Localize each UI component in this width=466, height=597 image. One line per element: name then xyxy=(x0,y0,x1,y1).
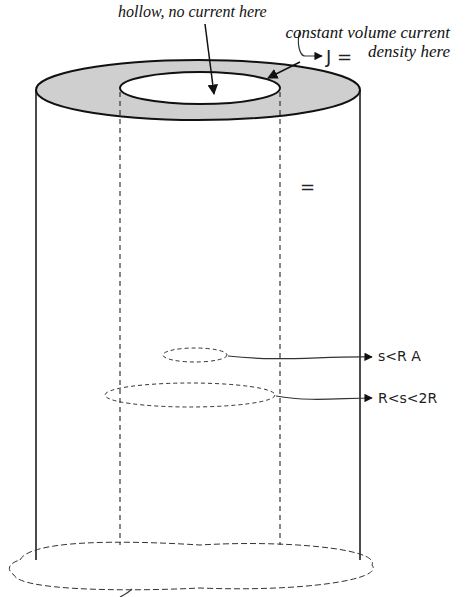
annotation-label: hollow, no current here xyxy=(118,3,267,21)
handwritten-note: = xyxy=(300,176,315,197)
handwritten-note: J = xyxy=(326,46,352,67)
loop-label: s<R A xyxy=(378,348,421,364)
loop-label: R<s<2R xyxy=(378,390,437,406)
